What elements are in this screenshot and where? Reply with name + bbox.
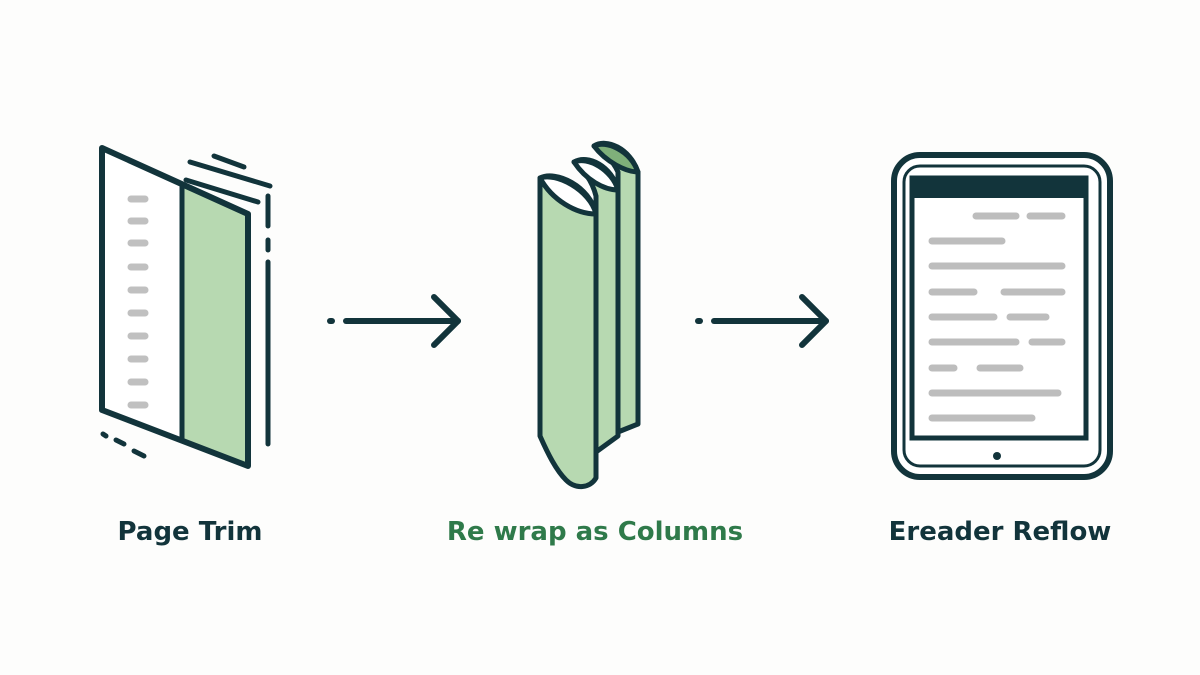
motion-dashes-top: [183, 153, 273, 205]
folded-columns-icon: [537, 140, 641, 489]
column-front-curl: [537, 174, 599, 217]
step-label-page-trim: Page Trim: [117, 517, 263, 547]
ereader-icon: [891, 152, 1113, 480]
arrow-right-icon: [327, 294, 461, 348]
motion-dashes-bottom: [100, 431, 147, 459]
ereader-text-lines: [928, 212, 1066, 422]
ereader-bezel: [902, 164, 1102, 468]
column-front: [537, 173, 599, 489]
step-label-ereader-reflow: Ereader Reflow: [888, 517, 1112, 547]
step-label-rewrap-columns: Re wrap as Columns: [446, 517, 744, 547]
page-text-lines: [127, 195, 149, 409]
trimmed-page-icon: [99, 145, 273, 469]
column-back-curl: [591, 141, 641, 175]
page-white-panel: [102, 148, 182, 440]
arrow-right-icon: [695, 294, 829, 348]
page-outline: [99, 145, 251, 469]
ereader-top-bar: [912, 178, 1086, 198]
page-trim-strip: [182, 186, 248, 466]
ereader-home-button: [993, 452, 1001, 460]
column-middle-curl: [571, 158, 621, 193]
